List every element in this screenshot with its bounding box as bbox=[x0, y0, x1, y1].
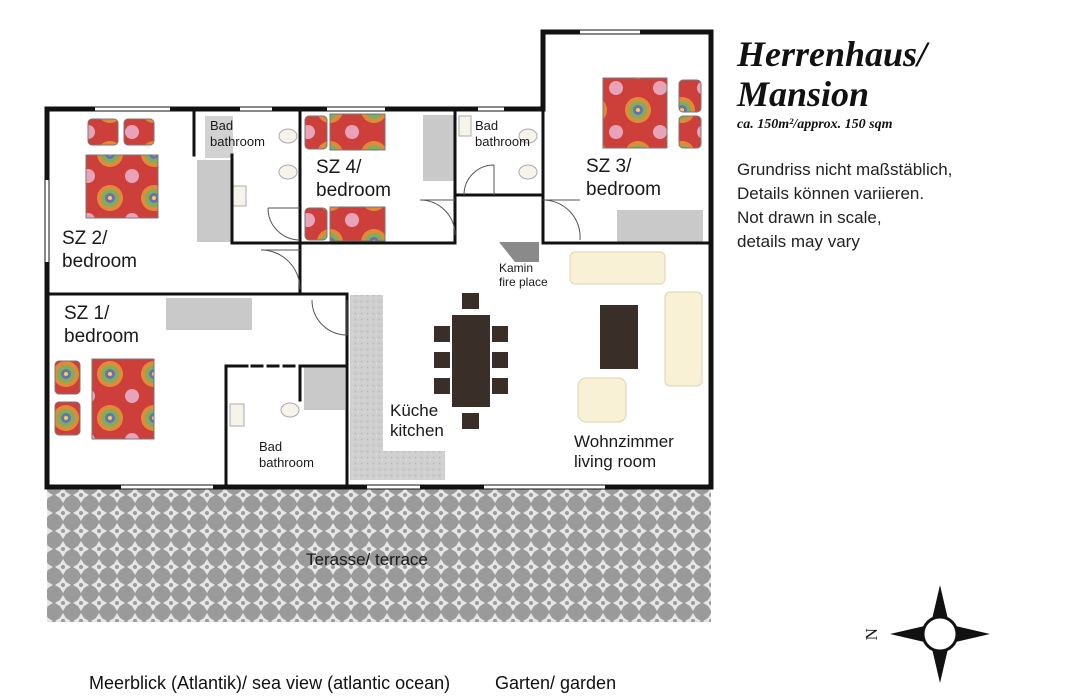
room-type: kitchen bbox=[390, 421, 444, 441]
bathroom-fixtures bbox=[205, 115, 538, 427]
room-name: SZ 4/ bbox=[316, 157, 362, 178]
fireplace-hearth bbox=[499, 242, 539, 262]
room-label-terrace: Terasse/ terrace bbox=[306, 550, 428, 569]
windows bbox=[45, 30, 640, 489]
room-name: SZ 1/ bbox=[64, 303, 110, 324]
note-line-2: Details können variieren. bbox=[737, 184, 925, 203]
bedding bbox=[54, 77, 702, 440]
room-name: Bad bbox=[210, 118, 234, 133]
room-label-sz3: SZ 3/ bedroom bbox=[586, 156, 661, 202]
sofas bbox=[569, 251, 703, 423]
room-type: bedroom bbox=[62, 250, 137, 272]
room-label-bath-a: Bad bathroom bbox=[210, 118, 265, 149]
room-name: Wohnzimmer bbox=[574, 432, 674, 451]
room-type: bedroom bbox=[316, 179, 391, 201]
kitchen-counter bbox=[350, 295, 445, 480]
room-type: living room bbox=[574, 452, 657, 472]
title-line-1: Herrenhaus/ bbox=[737, 34, 928, 74]
room-label-bath-c: Bad bathroom bbox=[259, 439, 314, 470]
sea-view-label: Meerblick (Atlantik)/ sea view (atlantic… bbox=[89, 673, 451, 693]
room-name: SZ 3/ bbox=[586, 156, 632, 177]
area-size: ca. 150m²/approx. 150 sqm bbox=[737, 117, 893, 132]
room-label-living: Wohnzimmer living room bbox=[574, 432, 674, 473]
room-label-kitchen: Küche kitchen bbox=[390, 401, 444, 442]
room-name: Kamin bbox=[499, 261, 534, 275]
doors bbox=[260, 164, 581, 336]
room-name: Küche bbox=[390, 401, 439, 420]
garden-label: Garten/ garden bbox=[495, 673, 617, 693]
counters bbox=[166, 115, 703, 480]
room-type: bedroom bbox=[64, 325, 139, 347]
note-line-3: Not drawn in scale, bbox=[737, 208, 882, 227]
room-name: SZ 2/ bbox=[62, 228, 108, 249]
room-label-sz2: SZ 2/ bedroom bbox=[62, 228, 137, 274]
room-label-fireplace: Kamin fire place bbox=[499, 261, 548, 289]
room-type: bathroom bbox=[210, 133, 265, 149]
room-type: bathroom bbox=[259, 454, 314, 470]
note-line-4: details may vary bbox=[737, 232, 860, 251]
room-name: Bad bbox=[259, 439, 283, 454]
dining-set bbox=[434, 293, 638, 429]
room-type: bathroom bbox=[475, 133, 530, 149]
compass-rose bbox=[890, 585, 990, 683]
room-label-bath-b: Bad bathroom bbox=[475, 118, 530, 149]
room-label-sz1: SZ 1/ bedroom bbox=[64, 303, 139, 349]
title: Herrenhaus/ Mansion bbox=[737, 34, 927, 114]
room-type: fire place bbox=[499, 275, 548, 289]
note-line-1: Grundriss nicht maßstäblich, bbox=[737, 160, 953, 179]
terrace-floor bbox=[47, 487, 711, 622]
room-type: bedroom bbox=[586, 178, 661, 200]
title-line-2: Mansion bbox=[737, 74, 870, 114]
compass-north-label: N bbox=[861, 628, 881, 641]
room-label-sz4: SZ 4/ bedroom bbox=[316, 157, 391, 203]
room-name: Bad bbox=[475, 118, 499, 133]
